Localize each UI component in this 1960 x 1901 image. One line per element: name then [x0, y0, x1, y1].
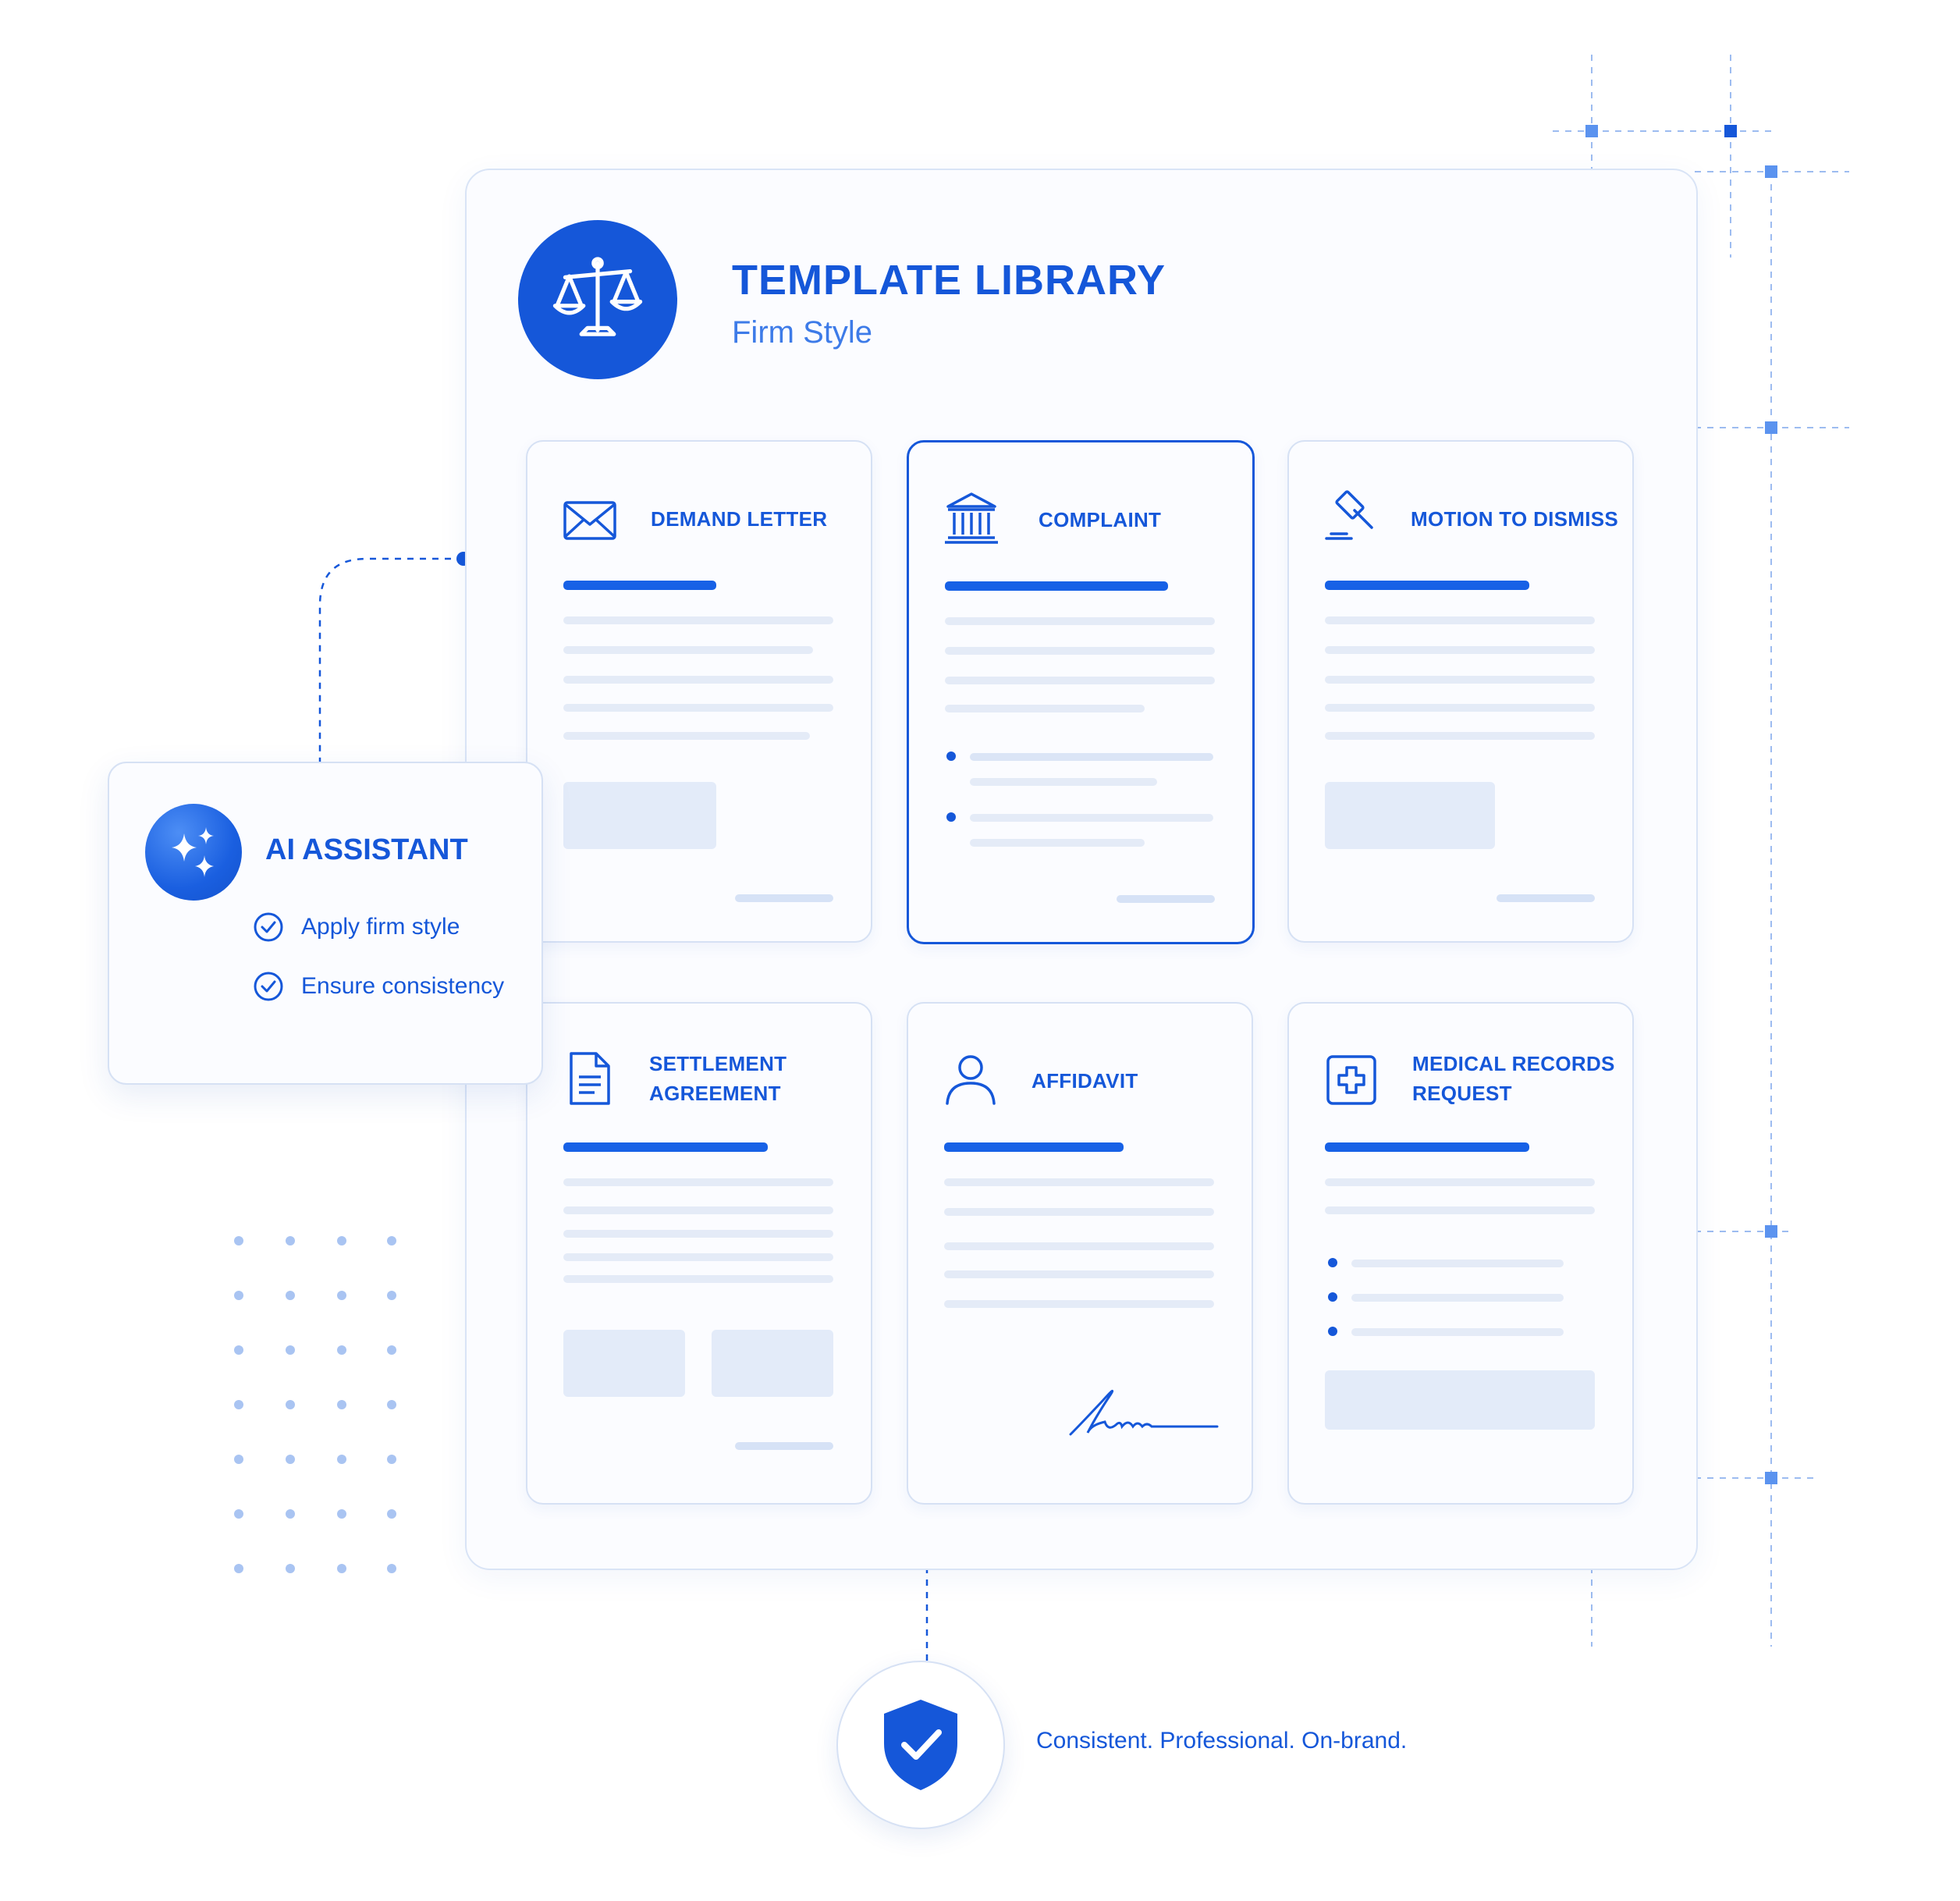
template-title: MEDICAL RECORDS REQUEST — [1412, 1049, 1615, 1108]
scales-of-justice-icon — [518, 220, 677, 379]
text-line — [563, 704, 833, 712]
medical-cross-icon — [1323, 1052, 1379, 1108]
content-block — [712, 1330, 833, 1397]
shield-check-icon — [884, 1700, 957, 1790]
text-line — [563, 1230, 833, 1238]
text-line — [944, 1270, 1214, 1278]
check-circle-icon — [254, 972, 283, 1001]
text-line — [970, 778, 1157, 786]
template-card-complaint[interactable]: COMPLAINT — [907, 440, 1255, 944]
template-title-line: SETTLEMENT — [649, 1052, 787, 1075]
text-line — [945, 677, 1215, 684]
courthouse-icon — [943, 489, 1000, 545]
text-line — [944, 1242, 1214, 1250]
ai-assistant-card: AI ASSISTANT Apply firm style Ensure con… — [108, 762, 543, 1085]
text-line — [563, 646, 813, 654]
text-line — [944, 1208, 1214, 1216]
content-block — [1325, 782, 1495, 849]
page-subtitle: Firm Style — [732, 315, 872, 350]
template-card-medical-records-request[interactable]: MEDICAL RECORDS REQUEST — [1287, 1002, 1634, 1505]
text-line — [563, 1253, 833, 1261]
sparkles-icon — [145, 804, 242, 901]
text-line — [563, 676, 833, 684]
envelope-icon — [562, 492, 618, 548]
bullet — [946, 812, 956, 822]
person-icon — [943, 1050, 999, 1107]
footer-line — [1497, 894, 1595, 902]
heading-bar — [945, 581, 1168, 591]
text-line — [1325, 704, 1595, 712]
document-icon — [562, 1050, 618, 1107]
content-block — [563, 782, 716, 849]
text-line — [944, 1178, 1214, 1186]
text-line — [1325, 732, 1595, 740]
text-line — [1325, 616, 1595, 624]
template-title-line: AGREEMENT — [649, 1082, 781, 1105]
gavel-icon — [1323, 489, 1379, 545]
text-line — [1351, 1260, 1564, 1267]
footer-line — [735, 894, 833, 902]
page-title: TEMPLATE LIBRARY — [732, 257, 1166, 304]
ai-option-label: Ensure consistency — [301, 973, 505, 999]
template-title: MOTION TO DISMISS — [1411, 507, 1619, 531]
template-card-settlement-agreement[interactable]: SETTLEMENT AGREEMENT — [526, 1002, 872, 1505]
footer-line — [735, 1442, 833, 1450]
text-line — [1325, 646, 1595, 654]
template-title: DEMAND LETTER — [651, 507, 828, 531]
content-block — [563, 1330, 685, 1397]
template-card-demand-letter[interactable]: DEMAND LETTER — [526, 440, 872, 943]
text-line — [945, 647, 1215, 655]
text-line — [970, 814, 1213, 822]
bullet — [1328, 1327, 1337, 1336]
ai-option-ensure-consistency[interactable]: Ensure consistency — [253, 969, 504, 1004]
text-line — [563, 1206, 833, 1214]
text-line — [970, 839, 1145, 847]
heading-bar — [944, 1142, 1124, 1152]
template-title-line: MEDICAL RECORDS — [1412, 1052, 1615, 1075]
text-line — [1325, 1206, 1595, 1214]
check-circle-icon — [254, 912, 283, 942]
heading-bar — [1325, 581, 1529, 590]
signature-icon — [1069, 1389, 1219, 1436]
heading-bar — [563, 1142, 768, 1152]
footer-line — [1117, 895, 1215, 903]
tagline: Consistent. Professional. On-brand. — [1036, 1728, 1408, 1754]
shield-badge — [836, 1661, 1005, 1829]
text-line — [945, 705, 1145, 712]
text-line — [1325, 676, 1595, 684]
template-library-panel: TEMPLATE LIBRARY Firm Style DEMAND LETTE… — [465, 169, 1698, 1570]
text-line — [563, 1178, 833, 1186]
ai-option-label: Apply firm style — [301, 914, 460, 940]
ai-assistant-title: AI ASSISTANT — [265, 833, 468, 866]
heading-bar — [563, 581, 716, 590]
heading-bar — [1325, 1142, 1529, 1152]
text-line — [945, 617, 1215, 625]
text-line — [944, 1300, 1214, 1308]
bullet — [1328, 1258, 1337, 1267]
text-line — [1351, 1328, 1564, 1336]
template-card-affidavit[interactable]: AFFIDAVIT — [907, 1002, 1253, 1505]
text-line — [563, 732, 810, 740]
template-card-motion-to-dismiss[interactable]: MOTION TO DISMISS — [1287, 440, 1634, 943]
bullet — [1328, 1292, 1337, 1302]
text-line — [563, 616, 833, 624]
text-line — [1325, 1178, 1595, 1186]
text-line — [970, 753, 1213, 761]
content-block — [1325, 1370, 1595, 1430]
bullet — [946, 752, 956, 761]
ai-option-apply-firm-style[interactable]: Apply firm style — [253, 910, 460, 944]
template-title: SETTLEMENT AGREEMENT — [649, 1049, 786, 1108]
text-line — [1351, 1294, 1564, 1302]
text-line — [563, 1275, 833, 1283]
template-title: AFFIDAVIT — [1031, 1069, 1138, 1093]
template-title-line: REQUEST — [1412, 1082, 1512, 1105]
template-title: COMPLAINT — [1039, 508, 1162, 531]
